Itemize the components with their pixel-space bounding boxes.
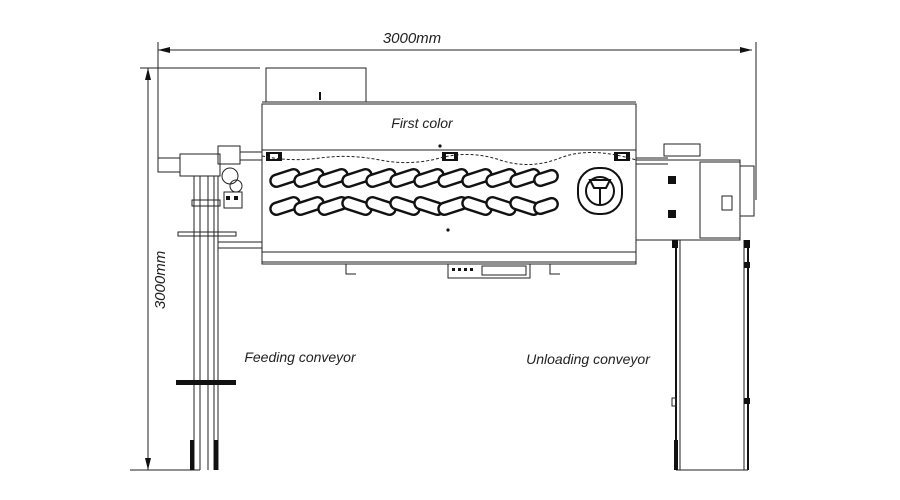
width-dimension: 3000mm: [157, 30, 757, 172]
fan-gauge-icon: [577, 167, 623, 215]
feeding-conveyor-label: Feeding conveyor: [244, 349, 357, 365]
left-transfer-mechanism: [157, 145, 262, 249]
height-dimension-label: 3000mm: [152, 251, 169, 309]
height-dimension: 3000mm: [130, 67, 260, 471]
slot-row-lower: [269, 196, 559, 216]
control-panel: [345, 263, 560, 279]
width-dimension-label: 3000mm: [383, 30, 441, 47]
nozzle-slot-grid: [269, 168, 559, 216]
unloading-conveyor-label: Unloading conveyor: [526, 351, 651, 367]
right-unloading-mechanism: [635, 143, 757, 241]
top-hood: [262, 67, 636, 105]
first-color-label: First color: [391, 115, 454, 131]
unloading-conveyor: [671, 240, 750, 471]
feeding-conveyor: [176, 176, 236, 470]
slot-row-upper: [269, 168, 559, 188]
